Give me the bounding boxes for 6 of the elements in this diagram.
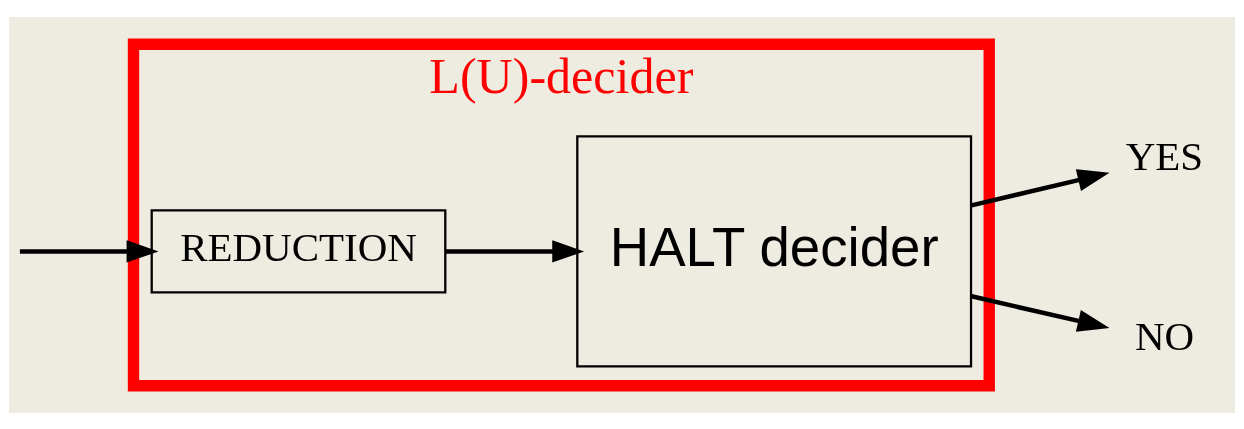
node-text: NO (1134, 312, 1195, 359)
node-text: YES (1125, 132, 1204, 179)
arrow (19, 239, 159, 263)
arrow (445, 239, 585, 263)
node-box: REDUCTION (150, 208, 447, 293)
node-box: HALT decider (576, 134, 973, 367)
